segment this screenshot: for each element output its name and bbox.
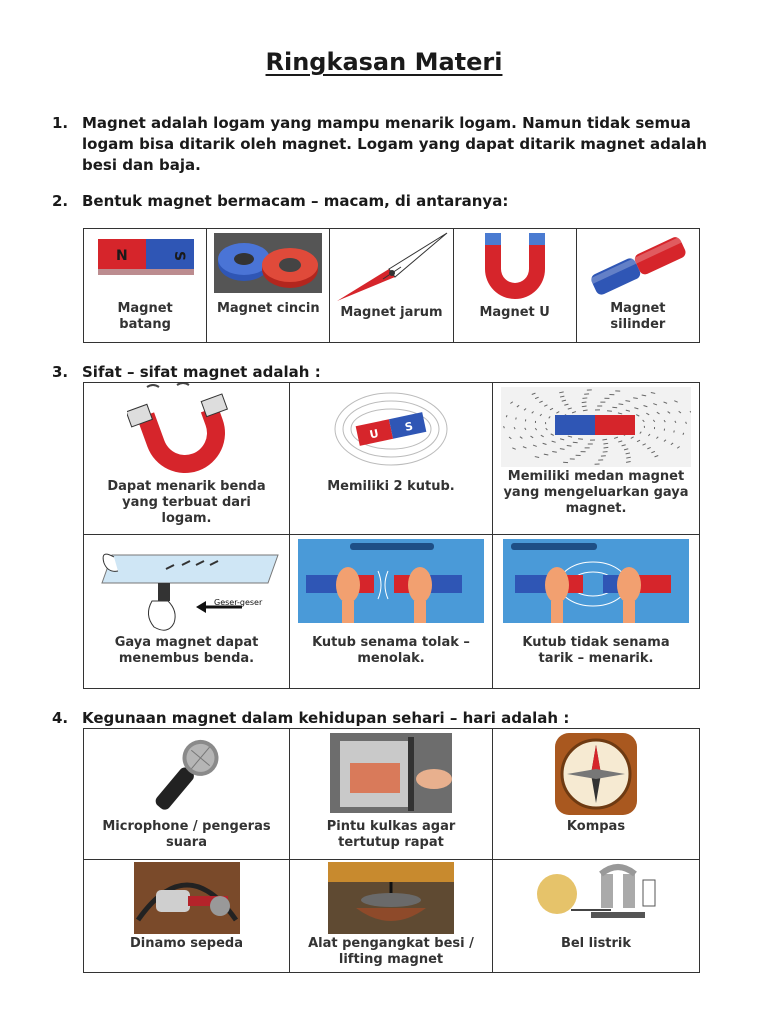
shape-cell-ring: Magnet cincin	[206, 228, 331, 343]
magnet-shapes-table: N S Magnet batang Magnet cincin	[82, 228, 701, 343]
use-cell: Bel listrik	[492, 859, 700, 973]
needle-magnet-image	[337, 232, 448, 301]
repel-image	[298, 539, 484, 623]
property-cell: Kutub tidak senama tarik – menarik.	[492, 534, 700, 689]
fridge-door-image	[330, 733, 452, 813]
bicycle-dynamo-image	[133, 862, 240, 934]
point-text: Bentuk magnet bermacam – macam, di antar…	[82, 192, 509, 210]
pole-label-s: S	[404, 420, 415, 434]
use-caption: Microphone / pengeras suara	[102, 819, 271, 850]
point-text: Sifat – sifat magnet adalah :	[82, 363, 321, 381]
property-caption: Memiliki 2 kutub.	[327, 479, 455, 494]
property-caption: Gaya magnet dapat menembus benda.	[114, 635, 259, 666]
property-caption: Dapat menarik benda yang terbuat dari lo…	[107, 479, 266, 526]
compass-image	[555, 733, 637, 815]
magnet-uses-table: Microphone / pengeras suara Pintu kulkas…	[83, 728, 700, 973]
electric-bell-image	[537, 864, 656, 918]
shape-cell-needle: Magnet jarum	[329, 228, 454, 343]
bar-letter-n: N	[116, 248, 128, 264]
cylinder-magnet-image	[590, 237, 686, 295]
use-caption: Bel listrik	[560, 936, 632, 951]
geser-label: Geser-geser	[214, 598, 263, 607]
shape-caption: Magnet jarum	[340, 305, 443, 320]
use-cell: Microphone / pengeras suara	[83, 728, 290, 860]
shape-caption: Magnet cincin	[216, 301, 320, 316]
glass-plate-image: Geser-geser	[100, 553, 279, 631]
field-lines-image: U S	[334, 392, 448, 466]
shape-cell-bar: N S Magnet batang	[82, 228, 208, 343]
bar-magnet-image: N S	[98, 239, 195, 275]
point-number: 2.	[52, 192, 69, 210]
point-text: Magnet adalah logam yang mampu menarik l…	[82, 114, 707, 174]
shape-caption: Magnet U	[479, 305, 550, 320]
attract-image	[503, 539, 689, 623]
property-cell: Memiliki medan magnet yang mengeluarkan …	[492, 382, 700, 535]
point-text: Kegunaan magnet dalam kehidupan sehari –…	[82, 709, 570, 727]
use-caption: Kompas	[566, 819, 626, 834]
property-caption: Kutub tidak senama tarik – menarik.	[522, 635, 670, 666]
u-magnet-image	[484, 233, 545, 299]
property-cell: Kutub senama tolak – menolak.	[289, 534, 493, 689]
property-cell: Dapat menarik benda yang terbuat dari lo…	[83, 382, 290, 535]
property-cell: U S Memiliki 2 kutub.	[289, 382, 493, 535]
use-cell: Pintu kulkas agar tertutup rapat	[289, 728, 493, 860]
shape-cell-cylinder: Magnet silinder	[575, 228, 701, 343]
point-number: 1.	[52, 114, 69, 132]
lifting-magnet-image	[328, 862, 454, 934]
property-caption: Memiliki medan magnet yang mengeluarkan …	[503, 469, 689, 516]
use-caption: Pintu kulkas agar tertutup rapat	[326, 819, 456, 850]
point-number: 4.	[52, 709, 69, 727]
shape-cell-u: Magnet U	[452, 228, 577, 343]
horseshoe-clips-image	[126, 383, 228, 473]
use-caption: Dinamo sepeda	[129, 936, 244, 951]
point-number: 3.	[52, 363, 69, 381]
bar-letter-s: S	[171, 251, 187, 261]
magnet-properties-table: Dapat menarik benda yang terbuat dari lo…	[83, 382, 700, 689]
property-caption: Kutub senama tolak – menolak.	[312, 635, 470, 666]
pole-label-u: U	[368, 427, 379, 442]
ring-magnet-image	[214, 233, 323, 293]
iron-filings-image	[501, 387, 691, 467]
property-cell: Geser-geser Gaya magnet dapat menembus b…	[83, 534, 290, 689]
microphone-image	[155, 739, 218, 810]
use-cell: Dinamo sepeda	[83, 859, 290, 973]
shape-caption: Magnet batang	[117, 301, 173, 332]
use-cell: Kompas	[492, 728, 700, 860]
use-caption: Alat pengangkat besi / lifting magnet	[308, 936, 474, 967]
shape-caption: Magnet silinder	[610, 301, 666, 332]
use-cell: Alat pengangkat besi / lifting magnet	[289, 859, 493, 973]
page-title: Ringkasan Materi	[265, 48, 503, 76]
